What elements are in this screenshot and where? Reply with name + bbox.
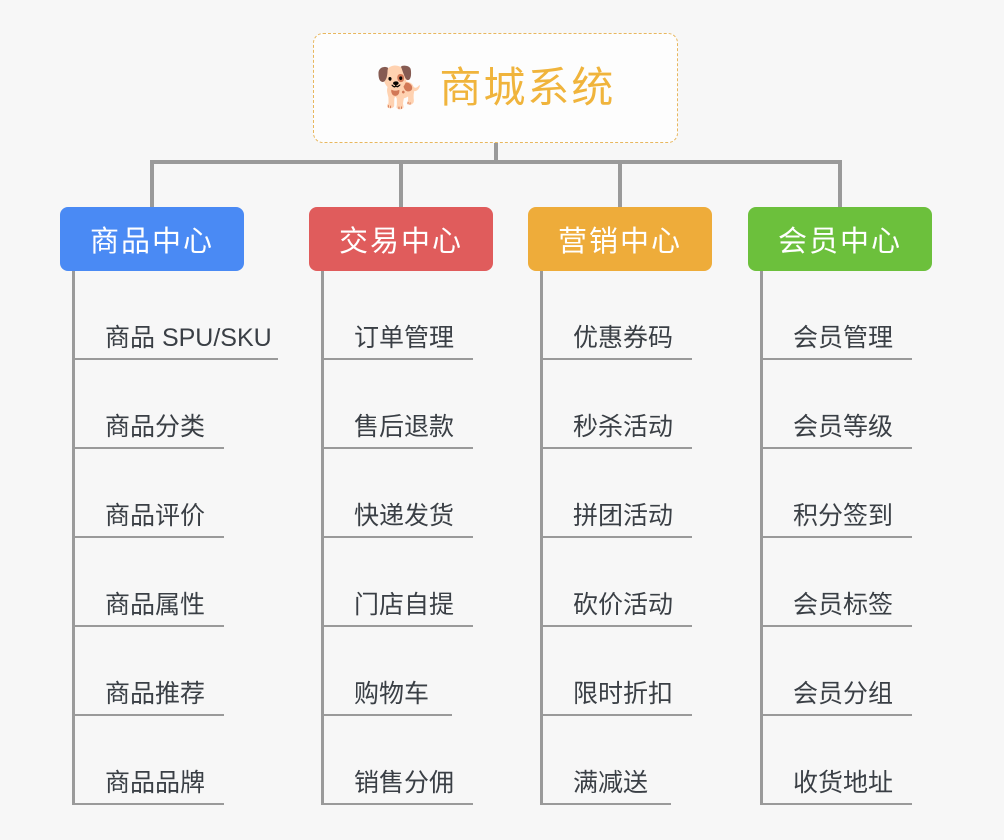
leaf-item[interactable]: 拼团活动 bbox=[540, 449, 692, 538]
leaf-item-rule bbox=[540, 536, 692, 538]
leaf-item[interactable]: 优惠券码 bbox=[540, 271, 692, 360]
leaf-item[interactable]: 满减送 bbox=[540, 716, 673, 805]
leaf-item-rule bbox=[72, 536, 224, 538]
root-node[interactable]: 🐕 商城系统 bbox=[313, 33, 678, 143]
leaf-item-label: 快递发货 bbox=[354, 502, 455, 530]
leaf-item-label: 销售分佣 bbox=[354, 769, 455, 797]
connector-drop-member-center bbox=[838, 160, 842, 207]
connector-drop-product-center bbox=[150, 160, 154, 207]
leaf-item-rule bbox=[540, 803, 671, 805]
leaf-column-trade-center: 订单管理售后退款快递发货门店自提购物车销售分佣 bbox=[321, 271, 473, 805]
leaf-item[interactable]: 商品评价 bbox=[72, 449, 272, 538]
leaf-item-rule bbox=[760, 536, 912, 538]
leaf-spine bbox=[760, 271, 763, 805]
leaf-item-rule bbox=[540, 447, 692, 449]
leaf-item[interactable]: 销售分佣 bbox=[321, 716, 473, 805]
leaf-item-label: 商品推荐 bbox=[105, 680, 206, 708]
category-header-member-center[interactable]: 会员中心 bbox=[748, 207, 932, 271]
leaf-column-member-center: 会员管理会员等级积分签到会员标签会员分组收货地址 bbox=[760, 271, 912, 805]
category-header-label: 会员中心 bbox=[777, 226, 902, 258]
leaf-item[interactable]: 门店自提 bbox=[321, 538, 473, 627]
leaf-item[interactable]: 会员等级 bbox=[760, 360, 912, 449]
leaf-item[interactable]: 会员分组 bbox=[760, 627, 912, 716]
leaf-item-rule bbox=[540, 625, 692, 627]
connector-root-stub bbox=[494, 143, 498, 164]
category-header-label: 商品中心 bbox=[89, 226, 214, 258]
category-header-label: 交易中心 bbox=[338, 226, 463, 258]
leaf-item-rule bbox=[321, 714, 452, 716]
leaf-item[interactable]: 限时折扣 bbox=[540, 627, 692, 716]
leaf-item-rule bbox=[72, 625, 224, 627]
leaf-item-rule bbox=[72, 358, 278, 360]
connector-drop-marketing-center bbox=[618, 160, 622, 207]
leaf-item-rule bbox=[321, 536, 473, 538]
leaf-item-label: 满减送 bbox=[573, 769, 649, 797]
leaf-item-rule bbox=[321, 447, 473, 449]
leaf-spine bbox=[321, 271, 324, 805]
leaf-item[interactable]: 会员管理 bbox=[760, 271, 912, 360]
category-header-trade-center[interactable]: 交易中心 bbox=[309, 207, 493, 271]
leaf-item[interactable]: 购物车 bbox=[321, 627, 454, 716]
leaf-item-label: 会员分组 bbox=[793, 680, 894, 708]
leaf-item-label: 售后退款 bbox=[354, 413, 455, 441]
leaf-item-rule bbox=[540, 714, 692, 716]
leaf-item-rule bbox=[321, 625, 473, 627]
category-header-product-center[interactable]: 商品中心 bbox=[60, 207, 244, 271]
category-header-marketing-center[interactable]: 营销中心 bbox=[528, 207, 712, 271]
leaf-item-label: 限时折扣 bbox=[573, 680, 674, 708]
leaf-item-label: 拼团活动 bbox=[573, 502, 674, 530]
leaf-item-label: 砍价活动 bbox=[573, 591, 674, 619]
leaf-item-rule bbox=[760, 358, 912, 360]
leaf-item-label: 商品分类 bbox=[105, 413, 206, 441]
leaf-item-rule bbox=[72, 803, 224, 805]
leaf-item-label: 优惠券码 bbox=[573, 324, 674, 352]
leaf-column-product-center: 商品 SPU/SKU 商品分类商品评价商品属性商品推荐商品品牌 bbox=[72, 271, 278, 805]
leaf-spine bbox=[540, 271, 543, 805]
leaf-item[interactable]: 商品品牌 bbox=[72, 716, 272, 805]
leaf-item[interactable]: 收货地址 bbox=[760, 716, 912, 805]
leaf-item-label: 购物车 bbox=[354, 680, 430, 708]
connector-drop-trade-center bbox=[399, 160, 403, 207]
leaf-item-label: 订单管理 bbox=[354, 324, 455, 352]
leaf-item-rule bbox=[760, 447, 912, 449]
leaf-item-rule bbox=[72, 714, 224, 716]
leaf-column-marketing-center: 优惠券码秒杀活动拼团活动砍价活动限时折扣满减送 bbox=[540, 271, 692, 805]
leaf-item[interactable]: 订单管理 bbox=[321, 271, 473, 360]
leaf-item-label: 门店自提 bbox=[354, 591, 455, 619]
category-header-label: 营销中心 bbox=[557, 226, 682, 258]
leaf-item-label: 商品评价 bbox=[105, 502, 206, 530]
leaf-item-rule bbox=[760, 625, 912, 627]
leaf-item-label: 会员等级 bbox=[793, 413, 894, 441]
leaf-item[interactable]: 售后退款 bbox=[321, 360, 473, 449]
leaf-item[interactable]: 商品属性 bbox=[72, 538, 272, 627]
leaf-item-label: 商品 SPU/SKU bbox=[105, 324, 272, 352]
leaf-item[interactable]: 商品推荐 bbox=[72, 627, 272, 716]
leaf-item[interactable]: 商品分类 bbox=[72, 360, 272, 449]
leaf-item-rule bbox=[760, 714, 912, 716]
leaf-item-label: 商品品牌 bbox=[105, 769, 206, 797]
leaf-item-label: 商品属性 bbox=[105, 591, 206, 619]
leaf-item-rule bbox=[760, 803, 912, 805]
leaf-item-rule bbox=[72, 447, 224, 449]
leaf-item-rule bbox=[321, 358, 473, 360]
shiba-dog-face-icon: 🐕 bbox=[375, 66, 426, 110]
leaf-item[interactable]: 秒杀活动 bbox=[540, 360, 692, 449]
leaf-item-rule bbox=[540, 358, 692, 360]
root-title: 商城系统 bbox=[439, 64, 616, 111]
leaf-item[interactable]: 砍价活动 bbox=[540, 538, 692, 627]
leaf-item-label: 收货地址 bbox=[793, 769, 894, 797]
connector-horizontal-bus bbox=[150, 160, 842, 164]
leaf-item-label: 积分签到 bbox=[793, 502, 894, 530]
leaf-item[interactable]: 快递发货 bbox=[321, 449, 473, 538]
leaf-item-label: 秒杀活动 bbox=[573, 413, 674, 441]
leaf-item[interactable]: 积分签到 bbox=[760, 449, 912, 538]
leaf-item-rule bbox=[321, 803, 473, 805]
leaf-item-label: 会员管理 bbox=[793, 324, 894, 352]
leaf-spine bbox=[72, 271, 75, 805]
leaf-item-label: 会员标签 bbox=[793, 591, 894, 619]
leaf-item[interactable]: 商品 SPU/SKU bbox=[72, 271, 278, 360]
leaf-item[interactable]: 会员标签 bbox=[760, 538, 912, 627]
